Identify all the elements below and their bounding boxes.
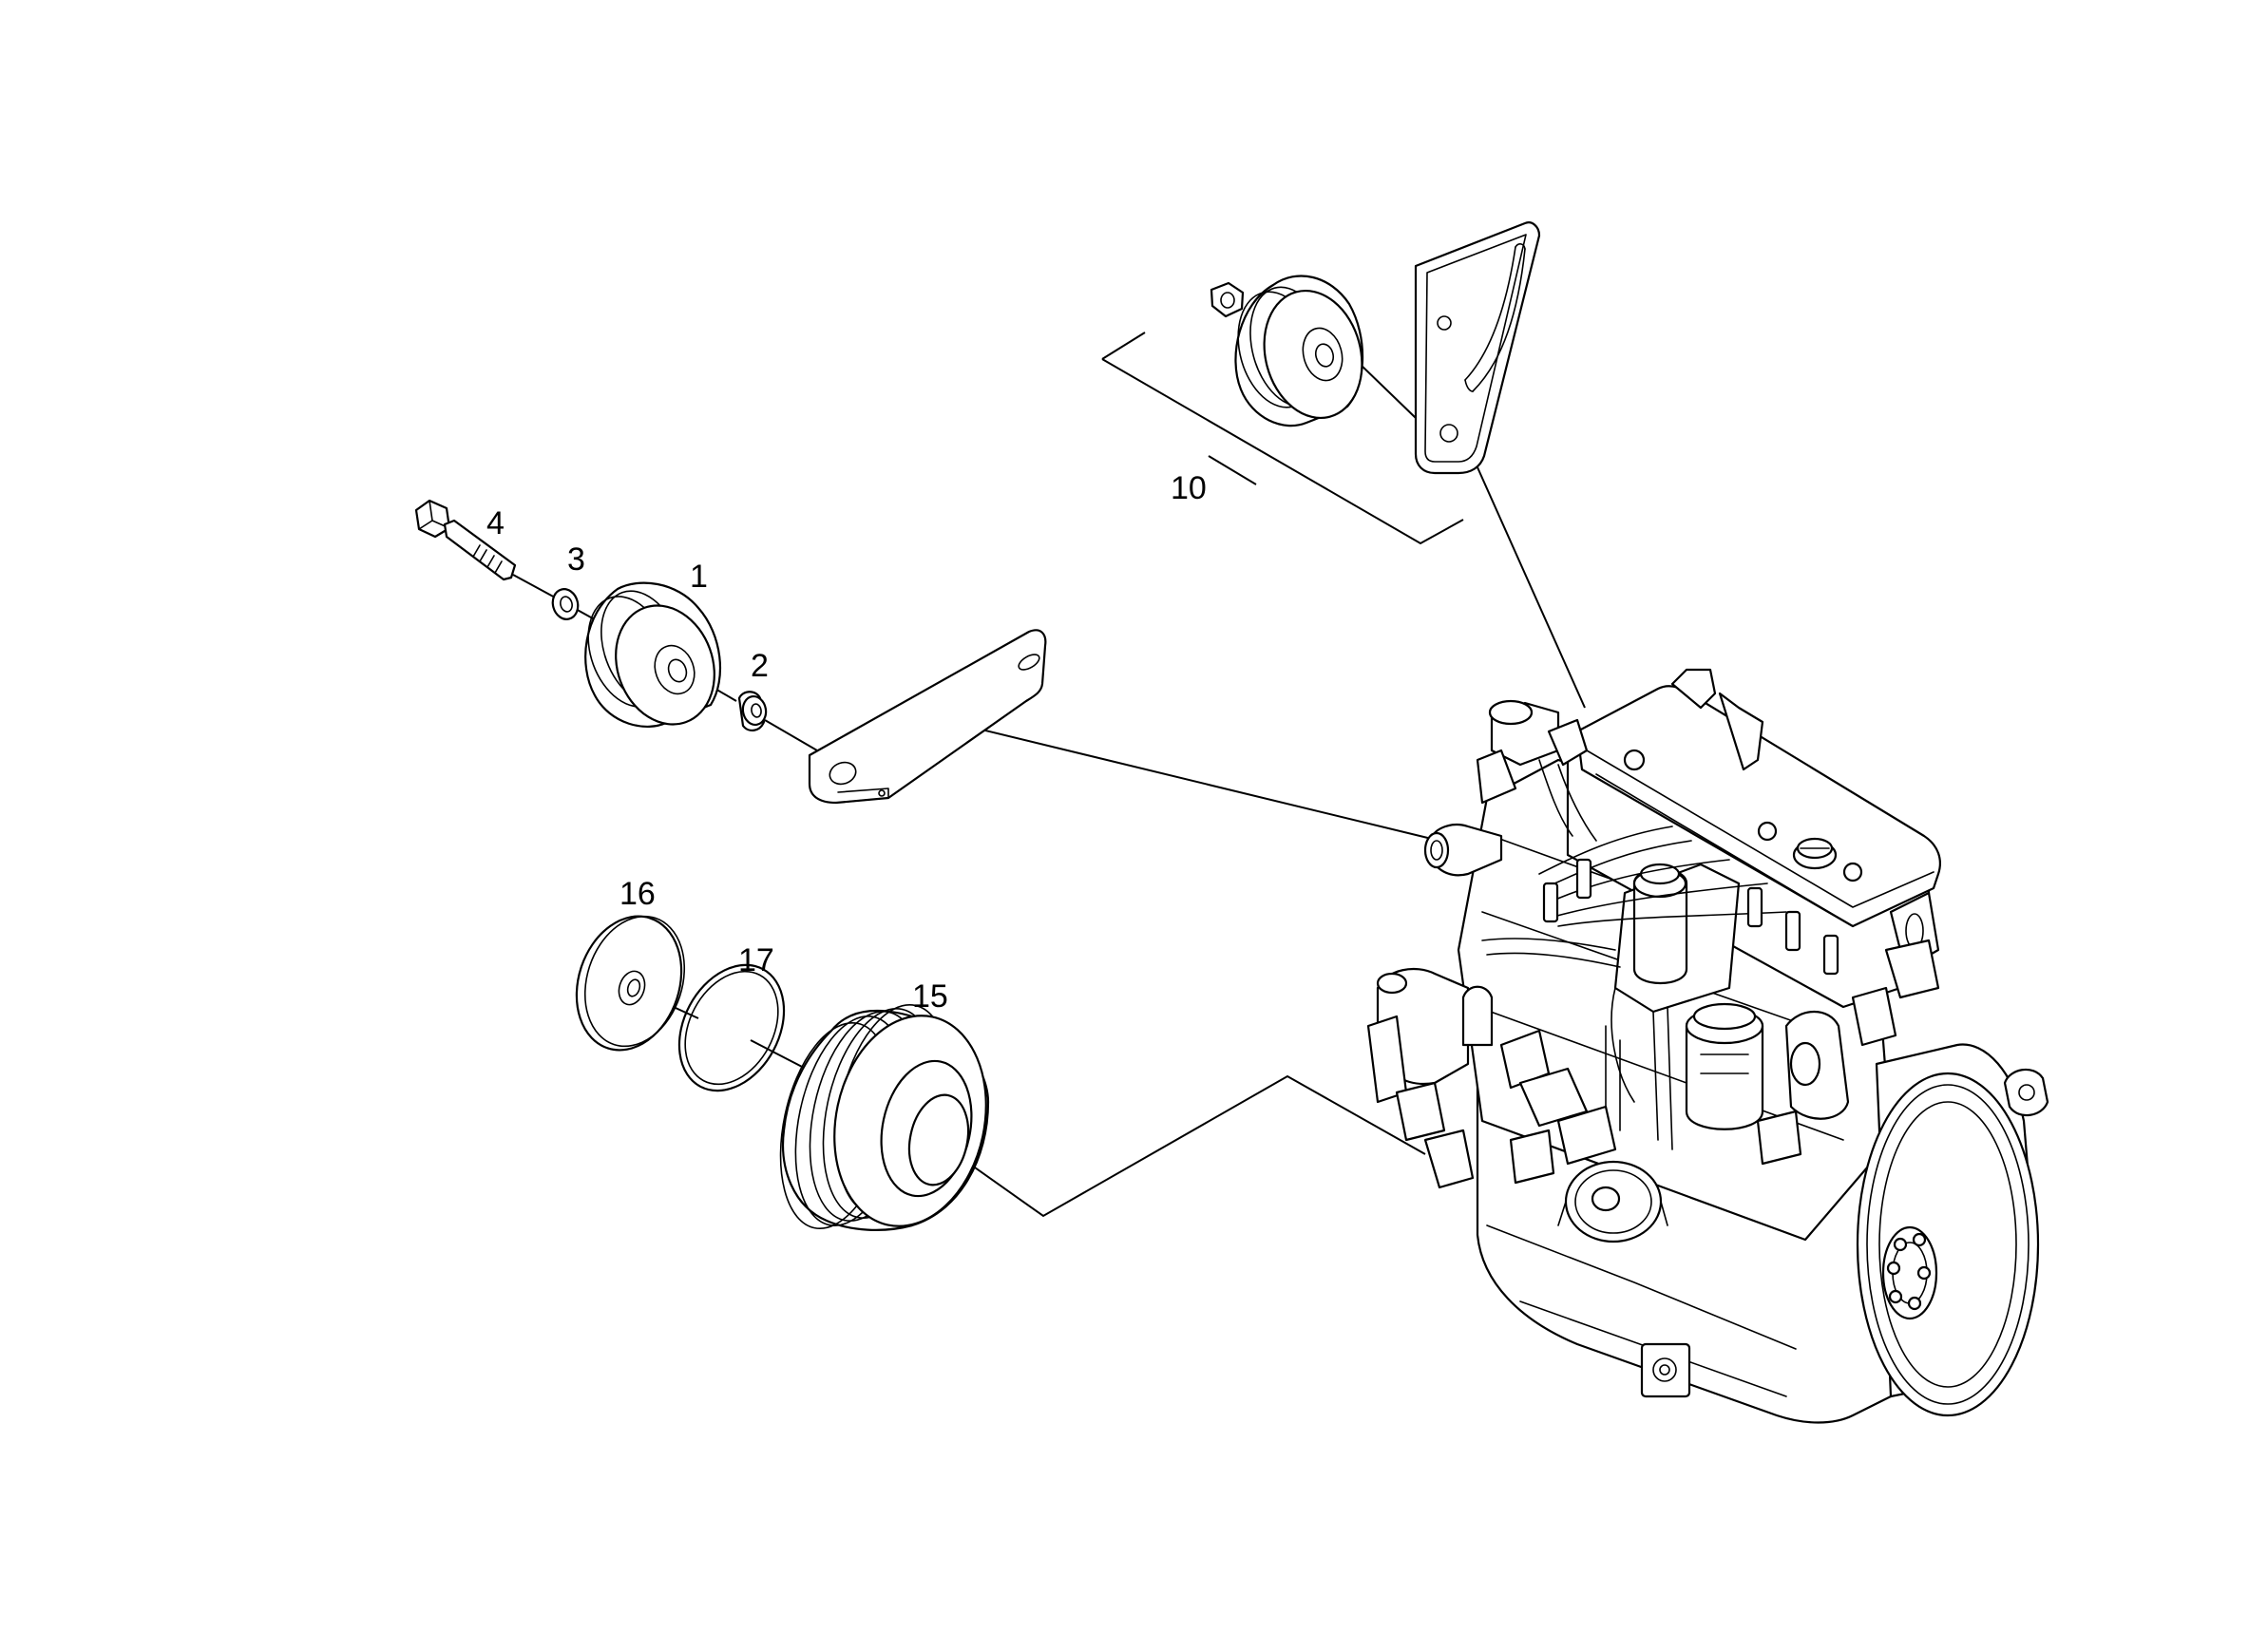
- callout-4: 4: [486, 505, 505, 541]
- callout-10: 10: [1171, 470, 1207, 506]
- part-16-disc: [575, 915, 686, 1052]
- callout-17: 17: [738, 942, 774, 978]
- part-4-bolt: [414, 499, 517, 581]
- part-1-pulley: [584, 581, 722, 729]
- part-2-spacer: [737, 691, 768, 731]
- callout-2: 2: [751, 648, 769, 684]
- callout-3: 3: [567, 541, 585, 578]
- part-10-tensioner-assembly: [1210, 221, 1541, 475]
- callout-1: 1: [690, 559, 708, 595]
- part-3-washer: [551, 588, 580, 620]
- callout-16: 16: [619, 876, 656, 912]
- part-15-crankshaft-pulley: [779, 1004, 990, 1231]
- engine-assembly: [1366, 668, 2049, 1424]
- callout-15: 15: [912, 978, 948, 1015]
- part-17-ring: [677, 963, 786, 1092]
- idler-bracket: [808, 629, 1047, 805]
- callout-labels: 4 3 1 2 10 16 17 15: [486, 470, 1207, 1015]
